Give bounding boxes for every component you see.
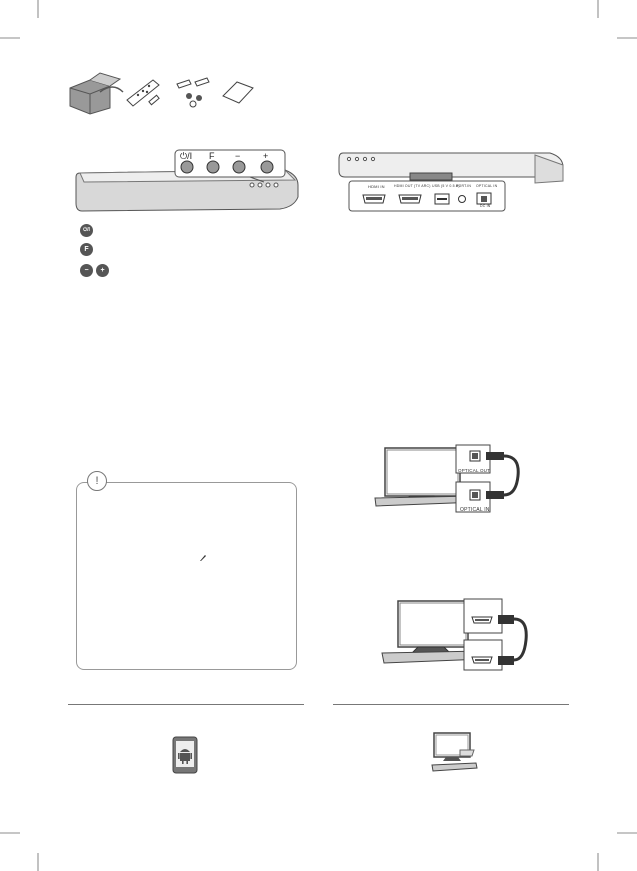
optical-in-label: OPTICAL IN (460, 507, 490, 513)
volume-up-button (260, 160, 274, 174)
box-contents-illustration (69, 72, 254, 115)
function-button-label: F (209, 151, 215, 161)
rear-label-hdmi-in: HDMI IN (368, 184, 385, 189)
function-icon: F (80, 243, 93, 256)
bottom-right-divider (333, 704, 569, 705)
wall-bracket-icon (176, 77, 210, 108)
soundbar-box-icon (69, 72, 124, 115)
plus-icon: + (96, 264, 109, 277)
hdmi-connection-illustration (381, 598, 528, 671)
minus-icon: − (80, 264, 93, 277)
pencil-icon (200, 555, 206, 561)
optical-out-label: OPTICAL OUT (458, 468, 491, 473)
note-icon: ! (87, 471, 107, 491)
manual-icon (222, 81, 254, 104)
volume-down-button (232, 160, 246, 174)
tv-soundbar-icon (431, 732, 478, 772)
rear-label-usb: USB (5 V 0.5 A) (432, 184, 460, 188)
volume-down-button-label: − (235, 151, 241, 161)
optical-connection-illustration (374, 444, 520, 513)
power-icon: ⏻/I (80, 224, 93, 237)
note-box (76, 482, 297, 670)
power-button-label: ⏻/I (180, 151, 193, 161)
remote-control-icon (126, 79, 160, 107)
rear-label-dc-in: DC IN (480, 204, 491, 208)
rear-label-port-in: PORT.IN (456, 184, 472, 188)
power-button (180, 160, 194, 174)
function-button (206, 160, 220, 174)
rear-label-optical-in: OPTICAL IN (476, 184, 498, 188)
volume-up-button-label: + (263, 151, 269, 161)
soundbar-rear-illustration (338, 152, 564, 212)
android-phone-icon (172, 736, 198, 774)
bottom-left-divider (68, 704, 304, 705)
soundbar-front-illustration (75, 149, 299, 212)
rear-label-hdmi-out: HDMI OUT (TV ARC) (394, 184, 431, 188)
